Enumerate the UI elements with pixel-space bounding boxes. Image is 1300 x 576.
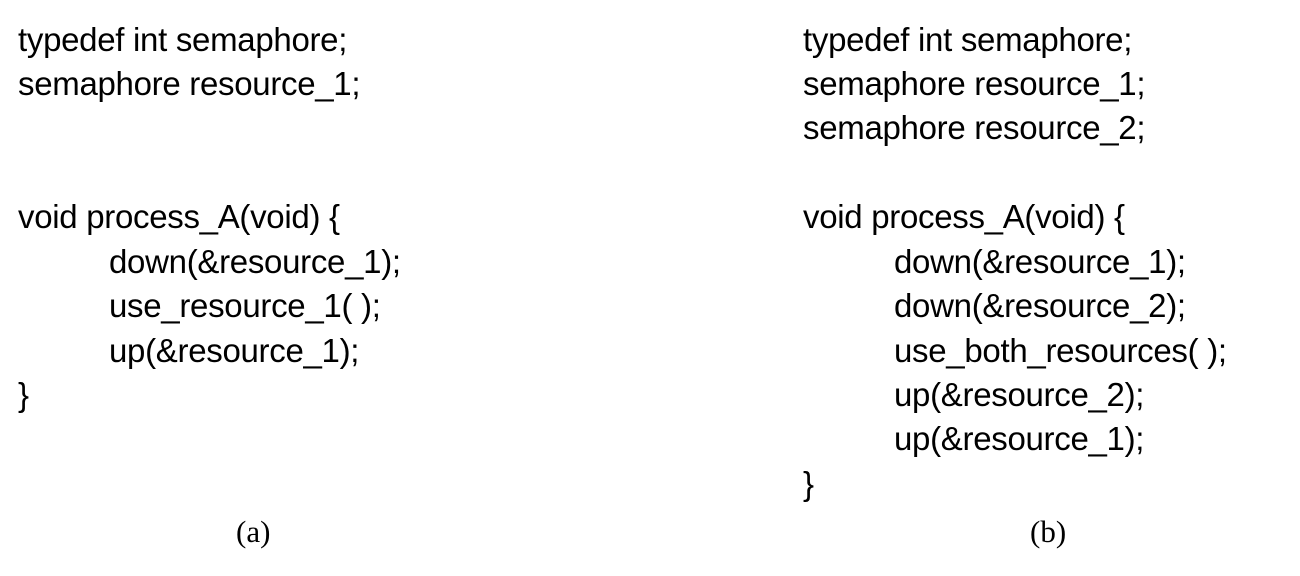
code-line-down: down(&resource_1);	[109, 243, 401, 280]
code-line-up-1: up(&resource_1);	[894, 420, 1145, 457]
code-line-closing-brace: }	[803, 465, 814, 502]
figure-caption-a: (a)	[236, 514, 271, 549]
code-line-typedef: typedef int semaphore;	[18, 21, 348, 58]
figure-caption-b: (b)	[1030, 514, 1067, 549]
code-line-up: up(&resource_1);	[109, 332, 360, 369]
code-line-closing-brace: }	[18, 376, 29, 413]
code-line-use-both: use_both_resources( );	[894, 332, 1227, 369]
code-line-use-resource: use_resource_1( );	[109, 287, 381, 324]
code-line-down-2: down(&resource_2);	[894, 287, 1186, 324]
code-line-up-2: up(&resource_2);	[894, 376, 1145, 413]
code-line-function-header: void process_A(void) {	[18, 198, 340, 235]
code-line-typedef: typedef int semaphore;	[803, 21, 1133, 58]
code-line-declaration-1: semaphore resource_1;	[803, 65, 1146, 102]
code-line-function-header: void process_A(void) {	[803, 198, 1125, 235]
code-line-down-1: down(&resource_1);	[894, 243, 1186, 280]
code-line-declaration: semaphore resource_1;	[18, 65, 361, 102]
code-line-declaration-2: semaphore resource_2;	[803, 109, 1146, 146]
